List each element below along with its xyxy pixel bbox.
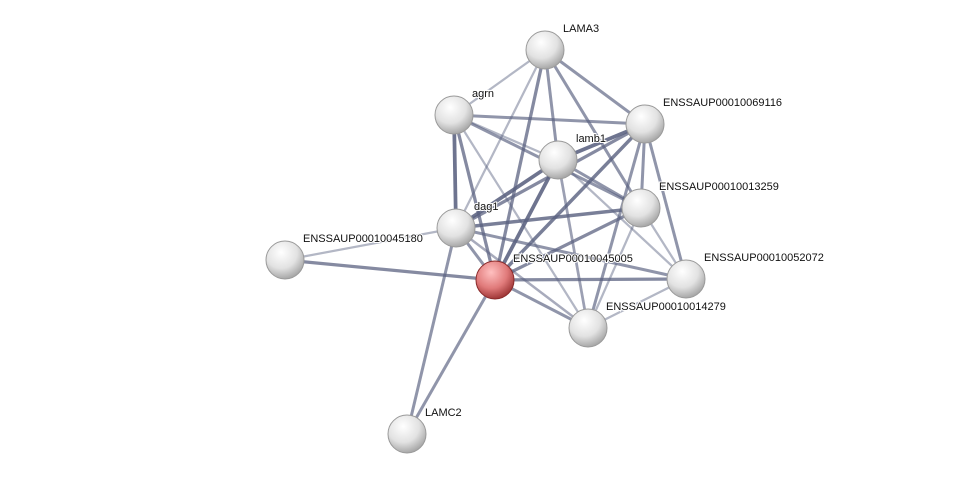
node-agrn[interactable]: agrn [434,87,495,135]
edge-69116-52072[interactable] [643,123,688,280]
node-sphere[interactable] [475,260,515,300]
node-52072[interactable]: ENSSAUP00010052072 [666,251,825,299]
node-label: LAMA3 [563,23,599,35]
edge-lamb1-14279[interactable] [556,159,590,329]
edge-dag1-14279[interactable] [455,227,589,329]
edge-lamb1-52072[interactable] [557,159,687,280]
node-label: ENSSAUP00010045180 [303,233,423,245]
edge-dag1-LAMC2[interactable] [405,227,458,435]
edge-agrn-69116[interactable] [453,113,646,126]
node-label: LAMC2 [425,407,462,419]
node-69116[interactable]: ENSSAUP00010069116 [625,96,783,144]
edge-45005-LAMC2[interactable] [405,279,497,435]
edges [284,48,688,435]
edge-lamb1-dag1[interactable] [454,158,560,230]
node-sphere[interactable] [525,30,565,70]
node-45005[interactable]: ENSSAUP00010045005 [475,252,634,300]
edge-45180-45005[interactable] [284,258,496,282]
node-13259[interactable]: ENSSAUP00010013259 [621,180,780,228]
node-14279[interactable]: ENSSAUP00010014279 [568,300,727,348]
node-label: ENSSAUP00010069116 [663,97,782,109]
edge-dag1-52072[interactable] [455,226,687,281]
node-label: ENSSAUP00010013259 [659,181,779,193]
node-sphere[interactable] [538,140,578,180]
node-sphere[interactable] [621,188,661,228]
edge-LAMA3-13259[interactable] [543,49,643,209]
node-label: dag1 [474,201,498,213]
edge-13259-dag1[interactable] [455,206,642,230]
node-label: ENSSAUP00010052072 [704,252,824,264]
node-label: ENSSAUP00010045005 [513,253,633,265]
edge-69116-45005[interactable] [493,122,647,282]
edge-45005-52072[interactable] [494,277,687,282]
node-lamb1[interactable]: lamb1 [538,132,607,180]
node-sphere[interactable] [265,240,305,280]
node-label: lamb1 [576,133,606,145]
node-label: ENSSAUP00010014279 [606,301,726,313]
node-sphere[interactable] [387,414,427,454]
node-45180[interactable]: ENSSAUP00010045180 [265,232,424,280]
node-sphere[interactable] [666,259,706,299]
edge-LAMA3-69116[interactable] [544,48,646,126]
edge-13259-14279[interactable] [586,207,643,329]
edge-45180-dag1[interactable] [284,226,457,262]
edge-agrn-45005[interactable] [452,114,497,281]
node-sphere[interactable] [625,104,665,144]
edge-LAMA3-45005[interactable] [493,49,547,281]
node-LAMC2[interactable]: LAMC2 [387,406,463,454]
edge-69116-14279[interactable] [586,123,647,329]
node-LAMA3[interactable]: LAMA3 [525,22,600,70]
edge-13259-45005[interactable] [494,206,642,282]
node-label: agrn [472,88,494,100]
node-sphere[interactable] [434,95,474,135]
node-sphere[interactable] [436,208,476,248]
node-dag1[interactable]: dag1 [436,200,499,248]
node-sphere[interactable] [568,308,608,348]
